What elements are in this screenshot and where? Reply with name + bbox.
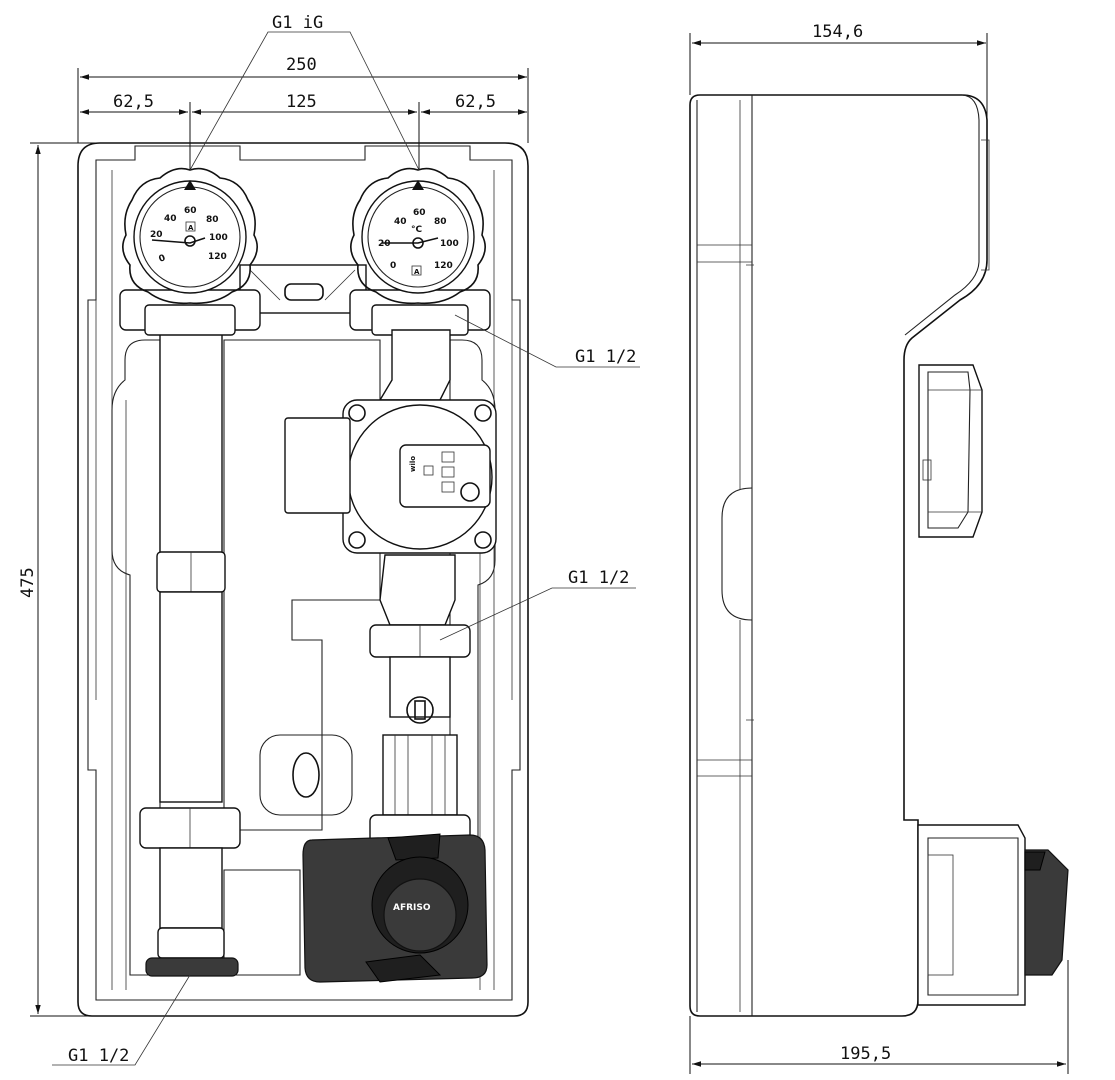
- left-pipe-bottom-flange: [145, 957, 239, 977]
- mixing-valve-actuator: [302, 833, 488, 983]
- dim-195-5-label: 195,5: [840, 1044, 891, 1064]
- label-g1-1-2-upper: G1 1/2: [575, 347, 636, 367]
- right-gauge-label-20: 20: [378, 239, 391, 249]
- side-pump-head: [918, 364, 983, 538]
- right-gauge-badge: A: [414, 268, 420, 276]
- leader-g1-1-2-bottom: [52, 974, 191, 1066]
- dim-250-label: 250: [286, 55, 317, 75]
- dim-62-5-left-label: 62,5: [113, 92, 154, 112]
- left-pipe-upper: [159, 329, 223, 556]
- side-view: 154,6 195,5: [689, 22, 1069, 1074]
- right-gauge-label-60: 60: [413, 208, 426, 218]
- dim-475-label: 475: [18, 567, 38, 598]
- valve-lower-body: [382, 734, 458, 816]
- left-gauge-label-60: 60: [184, 206, 197, 216]
- side-actuator: [917, 824, 1069, 1006]
- left-gauge-label-40: 40: [164, 214, 177, 224]
- mounting-hole: [292, 752, 320, 798]
- leader-g1-ig: [189, 31, 420, 171]
- pump-brand: wilo: [409, 456, 417, 472]
- left-thermometer-valve: [119, 167, 261, 336]
- leader-g1-1-2-upper: [454, 314, 640, 368]
- insulation-shell-outline: [77, 142, 529, 1017]
- actuator-brand: AFRISO: [393, 903, 431, 913]
- left-gauge-label-120: 120: [208, 252, 227, 262]
- dim-154-6-label: 154,6: [812, 22, 863, 42]
- mounting-hole-frame: [259, 734, 353, 816]
- right-gauge-label-120: 120: [434, 261, 453, 271]
- left-gauge-label-20: 20: [150, 230, 163, 240]
- left-pipe-bottom-nut: [157, 927, 225, 959]
- left-cavity: [111, 339, 161, 976]
- valve-body: [389, 656, 451, 718]
- dim-125-label: 125: [286, 92, 317, 112]
- right-gauge-label-80: 80: [434, 217, 447, 227]
- right-gauge-label-100: 100: [440, 239, 459, 249]
- right-cavity: [449, 339, 496, 976]
- label-g1-1-2-middle: G1 1/2: [568, 568, 629, 588]
- left-gauge-badge: A: [188, 224, 194, 232]
- circulation-pump: [284, 399, 497, 554]
- left-pipe-lower: [159, 847, 223, 929]
- pump-outlet-pipe: [379, 554, 456, 626]
- side-body-outline: [689, 94, 988, 1017]
- label-g1-ig: G1 iG: [272, 13, 323, 33]
- right-gauge-unit: °C: [411, 225, 423, 235]
- leader-g1-1-2-middle: [439, 587, 636, 641]
- left-pipe-middle: [159, 591, 223, 803]
- pump-inlet-pipe: [378, 329, 451, 401]
- bridge-slot: [284, 283, 324, 301]
- right-gauge-label-0: 0: [390, 261, 396, 271]
- shell-left-rib: [95, 170, 127, 990]
- left-gauge-label-100: 100: [209, 233, 228, 243]
- left-gauge-label-0: 0: [158, 253, 167, 265]
- dim-62-5-right-label: 62,5: [455, 92, 496, 112]
- right-gauge-label-40: 40: [394, 217, 407, 227]
- right-thermometer-valve: [349, 167, 491, 336]
- left-gauge-label-80: 80: [206, 215, 219, 225]
- label-g1-1-2-bottom: G1 1/2: [68, 1046, 129, 1066]
- side-handle-recess: [721, 487, 753, 621]
- ball-valve-handle: [406, 696, 434, 724]
- front-view: 0 20 40 60 80 100 120 A 0 20 40 60 80 10…: [18, 13, 640, 1066]
